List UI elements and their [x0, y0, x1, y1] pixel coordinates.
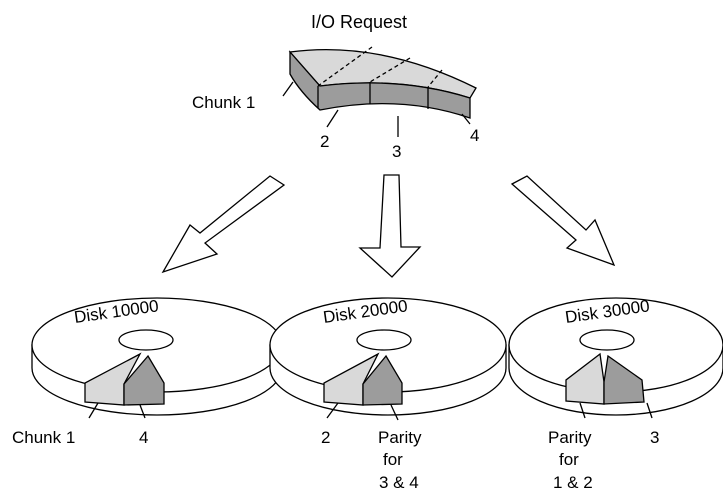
io-request-arc	[282, 46, 477, 137]
leader-disk1-b	[139, 404, 146, 419]
disk-2-label-d: 3 & 4	[379, 473, 419, 492]
disk-1-label-a: Chunk 1	[12, 428, 75, 447]
leader-disk3-a	[579, 402, 586, 419]
leader-disk1-a	[88, 402, 99, 419]
disk-2-label-b: Parity	[378, 428, 422, 447]
label-chunk-4: 4	[470, 126, 479, 145]
disk-1-sector-light	[84, 352, 142, 406]
disk-3-label-c: 1 & 2	[553, 473, 593, 492]
leader-chunk2	[326, 109, 339, 128]
disk-3-label-d: 3	[650, 428, 659, 447]
chunk-divider-2	[369, 57, 411, 83]
leader-chunk4	[461, 113, 471, 125]
disk-3-hub	[579, 329, 635, 351]
leader-disk3-b	[646, 402, 653, 419]
disk-1	[31, 297, 283, 419]
label-chunk-1: Chunk 1	[192, 93, 255, 112]
diagram-title: I/O Request	[311, 12, 407, 32]
arrow-right	[510, 175, 616, 267]
disk-3	[508, 297, 723, 419]
disk-3-sector-dark	[603, 354, 645, 405]
disk-2-hub	[356, 329, 412, 351]
chunk-divider-3	[427, 69, 443, 88]
leader-disk2-b	[390, 404, 399, 421]
arc-side-face	[289, 50, 471, 119]
disk-1-label-b: 4	[139, 428, 148, 447]
label-chunk-3: 3	[392, 142, 401, 161]
disk-1-hub	[118, 329, 174, 351]
disk-3-sector-light	[565, 352, 605, 405]
leader-chunk1	[282, 81, 294, 97]
disk-2-sector-dark	[362, 354, 403, 406]
disk-2	[269, 297, 507, 421]
disk-2-label-a: 2	[321, 428, 330, 447]
disk-1-sector-dark	[123, 354, 165, 406]
disk-3-label-b: for	[559, 450, 579, 469]
label-chunk-2: 2	[320, 132, 329, 151]
arrow-center	[358, 174, 422, 278]
leader-disk2-a	[326, 402, 339, 419]
arrow-left	[161, 175, 286, 274]
disk-3-label-a: Parity	[548, 428, 592, 447]
disk-2-label-c: for	[383, 450, 403, 469]
disk-2-sector-light	[323, 352, 380, 406]
